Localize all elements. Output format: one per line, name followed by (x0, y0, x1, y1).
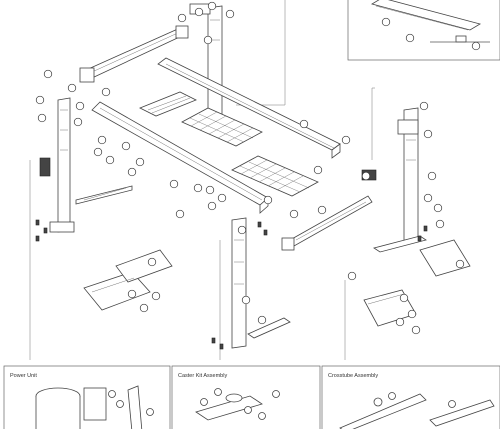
inset-power-unit: Power Unit (3, 365, 171, 429)
right-runway (157, 57, 341, 159)
inset-caster-kit: Caster Kit Assembly (171, 365, 321, 429)
ramp-right (363, 239, 471, 327)
left-runway (91, 101, 269, 214)
front-left-post (39, 97, 75, 233)
drip-tray-rear (231, 155, 319, 197)
inset-title-caster-kit: Caster Kit Assembly (178, 373, 227, 379)
rear-crossbeam (79, 25, 189, 83)
jack-tray (139, 91, 197, 117)
inset-title-power-unit: Power Unit (10, 373, 37, 379)
ramp-left (83, 249, 173, 311)
rear-left-post (189, 3, 223, 123)
part-callouts (35, 1, 481, 335)
rear-right-post (373, 107, 427, 253)
front-crossbeam (75, 185, 133, 205)
inset-title-crosstube: Crosstube Assembly (328, 373, 378, 379)
leader-lines (29, 0, 375, 360)
inset-crosstube: Crosstube Assembly (321, 365, 500, 429)
hardware-bolts (35, 219, 428, 350)
detail-inset-top-right (347, 0, 500, 61)
drip-tray-front (181, 107, 263, 147)
front-right-post (231, 217, 291, 349)
